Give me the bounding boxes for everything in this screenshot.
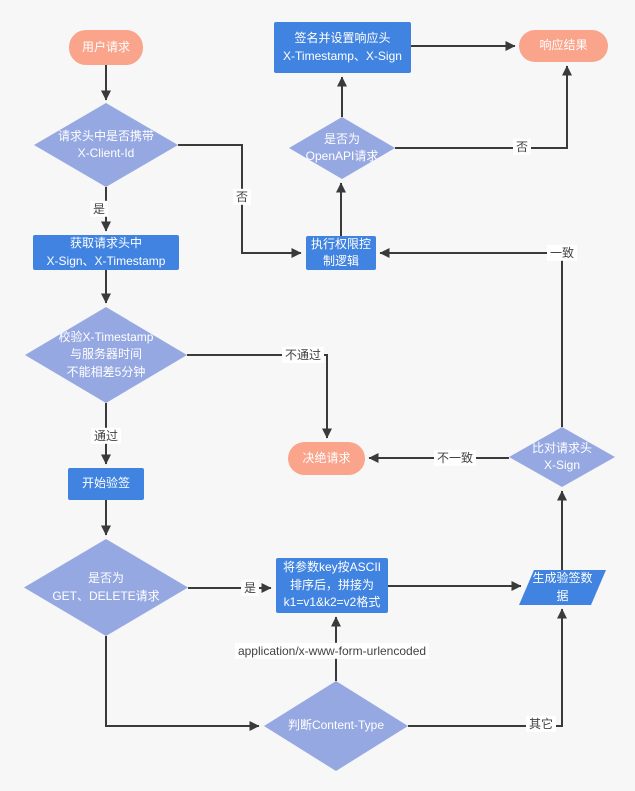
node-get-headers: 获取请求头中 X-Sign、X-Timestamp (33, 235, 179, 270)
edge-label-urlencoded: application/x-www-form-urlencoded (234, 642, 430, 660)
edge-comparesign-match-to-permission (379, 248, 563, 427)
edge-isopenapi-no-to-result (395, 65, 572, 149)
node-sign-response: 签名并设置响应头 X-Timestamp、X-Sign (274, 22, 411, 73)
edge-label-no-openapi: 否 (512, 138, 532, 156)
node-check-timestamp: 校验X-Timestamp 与服务器时间 不能相差5分钟 (25, 307, 187, 403)
edge-checktimestamp-notpass-to-reject (187, 354, 332, 439)
node-gen-sign-data: 生成验签数 据 (519, 570, 606, 605)
edge-label-pass: 通过 (90, 427, 122, 445)
edge-label-other: 其它 (525, 715, 557, 733)
edge-label-not-match: 不一致 (433, 449, 477, 467)
edge-label-no-client-id: 否 (232, 188, 252, 206)
node-exec-permission: 执行权限控 制逻辑 (306, 236, 376, 270)
node-response-result: 响应结果 (519, 30, 608, 62)
edge-label-not-pass: 不通过 (281, 346, 325, 364)
edge-label-match: 一致 (546, 244, 578, 262)
node-start-verify: 开始验签 (68, 468, 144, 500)
node-is-get-delete: 是否为 GET、DELETE请求 (24, 539, 188, 636)
node-sort-params: 将参数key按ASCII 排序后，拼接为 k1=v1&k2=v2格式 (276, 558, 388, 613)
node-user-request: 用户请求 (69, 30, 143, 65)
edge-label-yes-client-id: 是 (89, 200, 109, 218)
node-has-client-id: 请求头中是否携带 X-Client-Id (34, 103, 178, 187)
edge-label-yes-get-delete: 是 (240, 579, 260, 597)
edge-contenttype-other-to-gensign (408, 608, 567, 727)
node-is-openapi: 是否为 OpenAPI请求 (289, 117, 395, 179)
node-reject-request: 决绝请求 (288, 442, 365, 475)
node-judge-content-type: 判断Content-Type (264, 681, 408, 771)
node-compare-sign: 比对请求头 X-Sign (509, 427, 615, 487)
